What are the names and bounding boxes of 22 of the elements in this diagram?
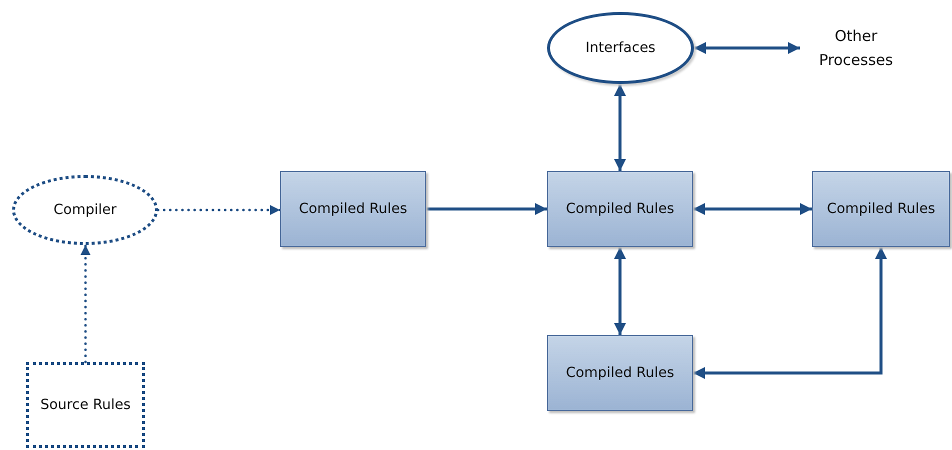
arrow [80,244,90,364]
process-box [547,335,693,411]
process-box [547,171,693,247]
process-box [812,171,950,247]
node-label: Compiled Rules [298,201,408,217]
arrow [156,205,282,215]
node-label: Other Processes [800,24,912,72]
node-label: Compiled Rules [566,365,674,381]
node-label: Compiled Rules [566,201,674,217]
process-box [280,171,426,247]
source-box [26,362,145,448]
arrow [694,42,800,54]
arrow [693,247,887,379]
arrow [614,247,626,335]
arrow [426,203,547,215]
node-label: Source Rules [40,397,131,413]
node-label: Compiler [53,202,116,218]
arrow [693,203,812,215]
compiler-ellipse [12,175,158,245]
node-label: Interfaces [586,40,656,56]
node-label: Compiled Rules [826,201,936,217]
arrow [614,84,626,171]
